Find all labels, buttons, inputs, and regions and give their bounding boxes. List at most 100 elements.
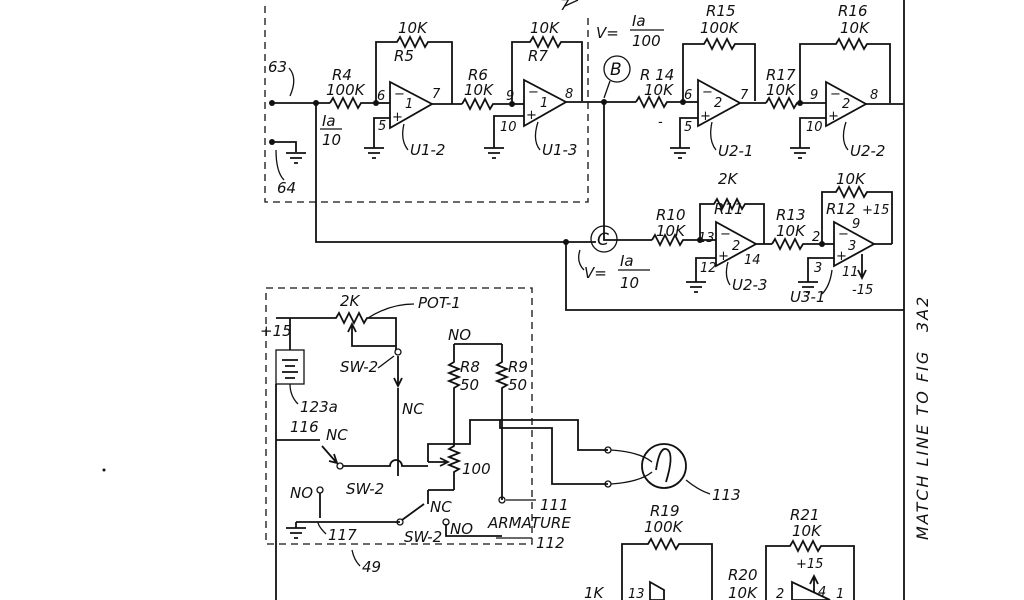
r15-name: R15	[706, 2, 736, 20]
r8-resistor	[446, 344, 462, 430]
node-64-label: 64	[277, 179, 296, 197]
node-c-label: C	[597, 230, 609, 250]
r17-value: 10K	[766, 81, 796, 99]
u1-3-plus: +	[526, 108, 537, 123]
node-116: 116	[290, 418, 319, 436]
no-1: NO	[448, 326, 471, 344]
sw2-a-blade	[393, 356, 403, 389]
node-117: 117	[328, 526, 357, 544]
r14-resistor	[635, 94, 683, 110]
nc-2: NC	[326, 426, 348, 444]
r21-feedback-wire	[765, 538, 855, 600]
u3-1-plus-supply: +15	[862, 203, 889, 218]
r9-name: R9	[508, 358, 528, 376]
bottom-pin-b: 2	[776, 587, 784, 600]
r4-name: R4	[332, 66, 352, 84]
r7-value: 10K	[530, 19, 560, 37]
r9-resistor	[494, 344, 510, 410]
u3-1-supply-arrow	[857, 254, 867, 281]
u2-3-name: U2-3	[732, 276, 767, 294]
r5-value: 10K	[398, 19, 428, 37]
u2-1-plus: +	[700, 109, 711, 124]
r5-name: R5	[394, 47, 414, 65]
r-1k: 1K	[584, 584, 605, 600]
r20-value: 10K	[728, 584, 758, 600]
match-line-fig: 3A2	[913, 295, 932, 332]
u1-2-leader	[402, 123, 409, 151]
u2-1-leader	[710, 121, 717, 151]
node-64-to-ground	[272, 141, 297, 152]
r16-value: 10K	[840, 19, 870, 37]
u3-1-opamp	[833, 220, 876, 268]
sw2-c-wire	[427, 489, 502, 537]
u2-3-plus-ground	[695, 257, 716, 282]
r14-dash: -	[658, 115, 663, 130]
sw2-b-wire	[343, 459, 428, 467]
v-b-den: 100	[632, 32, 661, 50]
ia-10-num: Ia	[322, 112, 336, 130]
u2-1-minus: −	[702, 85, 713, 100]
r21-value: 10K	[792, 522, 822, 540]
u3-1-minus-supply: -15	[852, 283, 873, 298]
r6-resistor	[461, 96, 512, 112]
ground-u3-1	[798, 281, 818, 293]
u1-3-pin-plus: 10	[500, 120, 517, 135]
box-label-tick	[564, 0, 579, 7]
meter-ref: 113	[712, 486, 741, 504]
ground-64	[286, 152, 306, 164]
r10-resistor	[651, 232, 700, 248]
ground-u2-3	[686, 281, 706, 293]
u2-1-opamp	[697, 78, 742, 128]
u1-3-opamp	[523, 78, 568, 128]
pot1-leader	[367, 303, 415, 319]
ground-117	[286, 527, 306, 539]
sw2-c-label: SW-2	[404, 528, 442, 546]
wire-116	[275, 384, 320, 600]
sw2-a-contact	[394, 348, 402, 356]
meter-needle	[655, 448, 672, 483]
r14-name: R 14	[640, 66, 674, 84]
u3-1-pin-plus: 3	[814, 261, 822, 276]
node-b-label: B	[610, 60, 622, 80]
nc-2-arrow	[321, 445, 339, 465]
u1-2-minus: −	[394, 87, 405, 102]
box-ref-leader	[351, 549, 361, 567]
meter-leads	[610, 449, 653, 485]
u3-1-leader	[821, 269, 833, 295]
u1-2-opamp	[389, 80, 434, 130]
match-line-label: MATCH LINE TO FIG 3A2	[913, 295, 932, 540]
u2-3-pin-in: 13	[698, 231, 715, 246]
sw2-b-contact	[336, 462, 344, 470]
r12-feedback-wire	[821, 184, 893, 244]
pot1-name: POT-1	[418, 294, 461, 312]
r4-value: 100K	[326, 81, 366, 99]
u3-1-plus: +	[836, 249, 847, 264]
u2-3-opamp	[715, 220, 758, 268]
node-111-contact	[498, 496, 506, 504]
box-ref-49: 49	[362, 558, 381, 576]
battery-plates	[282, 359, 298, 379]
u1-2-pin-plus: 5	[378, 119, 386, 134]
sw2-a-label: SW-2	[340, 358, 378, 376]
u2-2-opamp	[825, 80, 868, 128]
node-b-circle	[603, 55, 631, 83]
v-c-num: Ia	[620, 252, 634, 270]
u1-3-plus-ground	[493, 115, 524, 148]
u2-3-leader	[725, 261, 731, 286]
node-111: 111	[540, 496, 569, 514]
bottom-opamp-b	[791, 580, 831, 600]
r7-feedback-wire	[511, 34, 583, 104]
r20-name: R20	[728, 566, 758, 584]
u2-2-pin-in: 9	[810, 88, 818, 103]
r11-name: R11	[714, 200, 744, 218]
u1-3-minus: −	[528, 85, 539, 100]
r8-name: R8	[460, 358, 480, 376]
u3-1-pin-top: 9	[852, 217, 860, 232]
node-112: 112	[536, 534, 565, 552]
r19-value: 100K	[644, 518, 684, 536]
u2-1-num: 2	[714, 96, 722, 111]
r6-value: 10K	[464, 81, 494, 99]
battery-leader	[289, 383, 299, 405]
v-c-den: 10	[620, 274, 639, 292]
u1-3-leader	[534, 121, 541, 151]
